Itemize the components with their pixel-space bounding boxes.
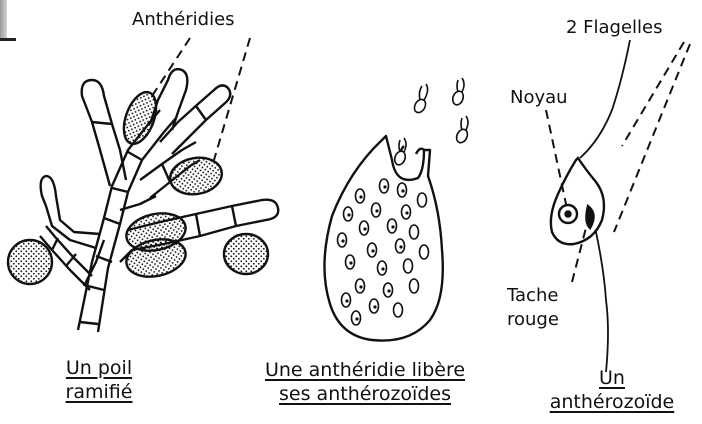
antherozoid-swarm	[338, 179, 429, 325]
rouge-label: rouge	[507, 310, 559, 330]
caption-antheridium-line1: Une anthéridie libère	[230, 358, 500, 382]
caption-branched-hair: Un poil ramifié	[44, 356, 154, 404]
flagelles-label: 2 Flagelles	[566, 18, 663, 38]
caption-branched-hair-line1: Un poil	[44, 356, 154, 380]
caption-antherozoid-line2: anthérozoïde	[532, 390, 692, 414]
antheridies-leader-lines	[152, 38, 250, 160]
antheridies-label: Anthéridies	[132, 10, 235, 30]
caption-antheridium: Une anthéridie libère ses anthérozoïdes	[230, 358, 500, 406]
antheridium	[118, 88, 163, 148]
antheridium	[167, 154, 224, 198]
tache-label: Tache	[507, 286, 558, 306]
antherozoid-leader-lines	[546, 42, 690, 282]
flagellum-lower	[596, 232, 608, 372]
caption-antherozoid-line1: Un	[532, 366, 692, 390]
antheridium	[224, 234, 268, 274]
flagellum-upper	[580, 40, 630, 158]
red-spot	[586, 206, 593, 228]
caption-branched-hair-line2: ramifié	[44, 380, 154, 404]
antheridium	[8, 240, 52, 284]
noyau-label: Noyau	[510, 88, 568, 108]
released-antherozoids	[393, 78, 470, 166]
caption-antheridium-line2: ses anthérozoïdes	[230, 382, 500, 406]
caption-antherozoid: Un anthérozoïde	[532, 366, 692, 414]
branched-hair-figure	[8, 69, 278, 332]
